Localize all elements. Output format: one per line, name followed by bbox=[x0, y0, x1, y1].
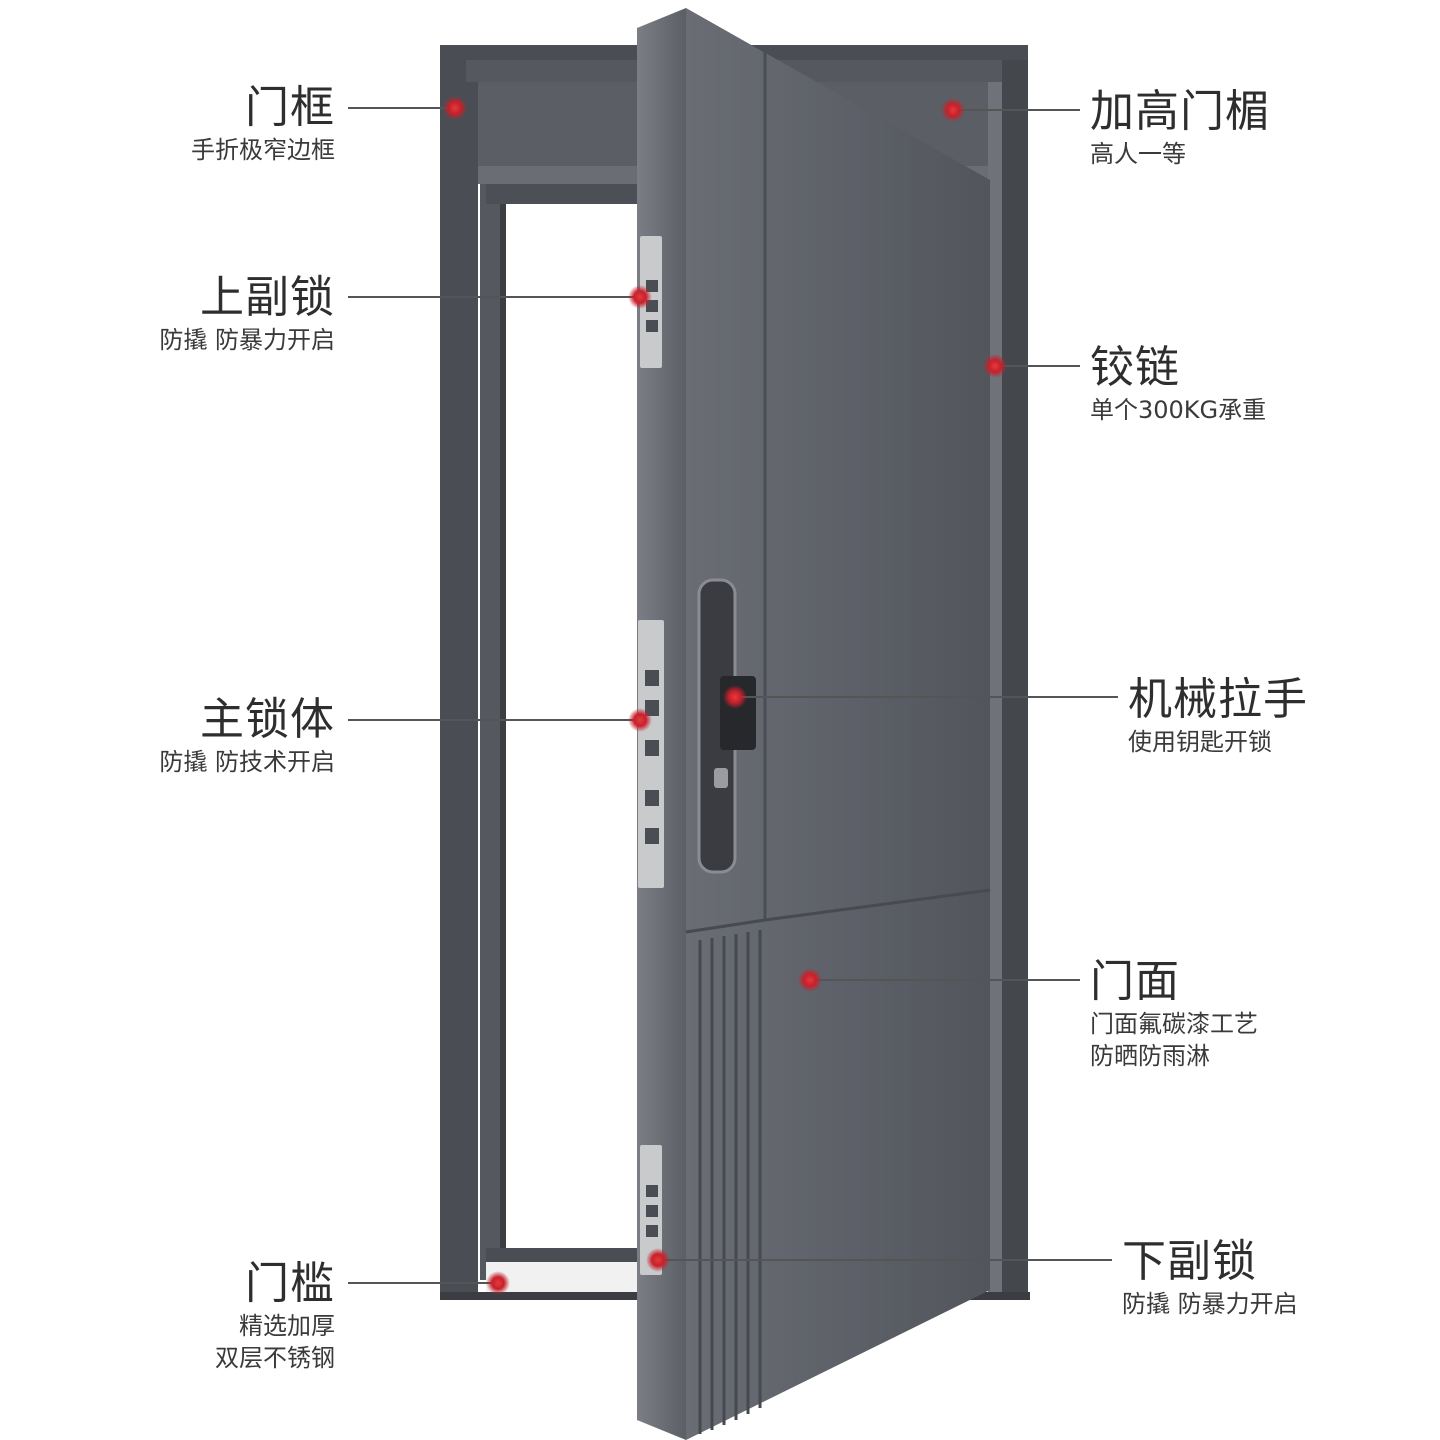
callout-subtitle: 防撬 防暴力开启 bbox=[159, 326, 335, 354]
callout-mechanical-handle: 机械拉手 使用钥匙开锁 bbox=[1128, 674, 1308, 758]
callout-title: 加高门楣 bbox=[1090, 86, 1270, 137]
callout-subtitle: 使用钥匙开锁 bbox=[1128, 728, 1272, 756]
callout-title: 机械拉手 bbox=[1128, 674, 1308, 725]
callout-title: 铰链 bbox=[1090, 342, 1180, 393]
callout-subtitle: 精选加厚 双层不锈钢 bbox=[215, 1312, 335, 1372]
callout-subtitle: 防撬 防暴力开启 bbox=[1122, 1290, 1298, 1318]
callout-raised-lintel: 加高门楣 高人一等 bbox=[1090, 86, 1270, 170]
callout-title: 主锁体 bbox=[200, 694, 335, 745]
marker-hinge bbox=[983, 354, 1007, 378]
markers bbox=[443, 96, 1007, 1295]
callout-subtitle: 高人一等 bbox=[1090, 140, 1186, 168]
marker-door-panel bbox=[798, 968, 822, 992]
marker-door-frame bbox=[443, 96, 467, 120]
callout-door-frame: 门框 手折极窄边框 bbox=[191, 82, 335, 166]
door-leaf bbox=[637, 8, 991, 1440]
callout-hinge: 铰链 单个300KG承重 bbox=[1090, 342, 1266, 426]
callout-door-panel: 门面 门面氟碳漆工艺 防晒防雨淋 bbox=[1090, 956, 1258, 1072]
callout-main-lock-body: 主锁体 防撬 防技术开启 bbox=[159, 694, 335, 778]
marker-mechanical-handle bbox=[723, 685, 747, 709]
callout-threshold: 门槛 精选加厚 双层不锈钢 bbox=[215, 1258, 335, 1374]
callout-subtitle: 门面氟碳漆工艺 防晒防雨淋 bbox=[1090, 1010, 1258, 1070]
marker-threshold bbox=[486, 1271, 510, 1295]
callout-title: 下副锁 bbox=[1122, 1236, 1257, 1287]
marker-upper-aux-lock bbox=[628, 285, 652, 309]
leader-lines bbox=[348, 107, 1118, 1284]
callout-subtitle: 防撬 防技术开启 bbox=[159, 748, 335, 776]
marker-main-lock-body bbox=[628, 708, 652, 732]
callout-title: 门面 bbox=[1090, 956, 1180, 1007]
door-ribs bbox=[698, 930, 762, 1434]
callout-lower-aux-lock: 下副锁 防撬 防暴力开启 bbox=[1122, 1236, 1298, 1320]
callout-title: 门槛 bbox=[245, 1258, 335, 1309]
callout-subtitle: 单个300KG承重 bbox=[1090, 396, 1267, 424]
threshold-bar bbox=[486, 1248, 646, 1262]
marker-raised-lintel bbox=[941, 98, 965, 122]
callout-subtitle: 手折极窄边框 bbox=[191, 136, 335, 164]
marker-lower-aux-lock bbox=[646, 1248, 670, 1272]
callout-title: 上副锁 bbox=[200, 272, 335, 323]
callout-title: 门框 bbox=[245, 82, 335, 133]
callout-upper-aux-lock: 上副锁 防撬 防暴力开启 bbox=[159, 272, 335, 356]
